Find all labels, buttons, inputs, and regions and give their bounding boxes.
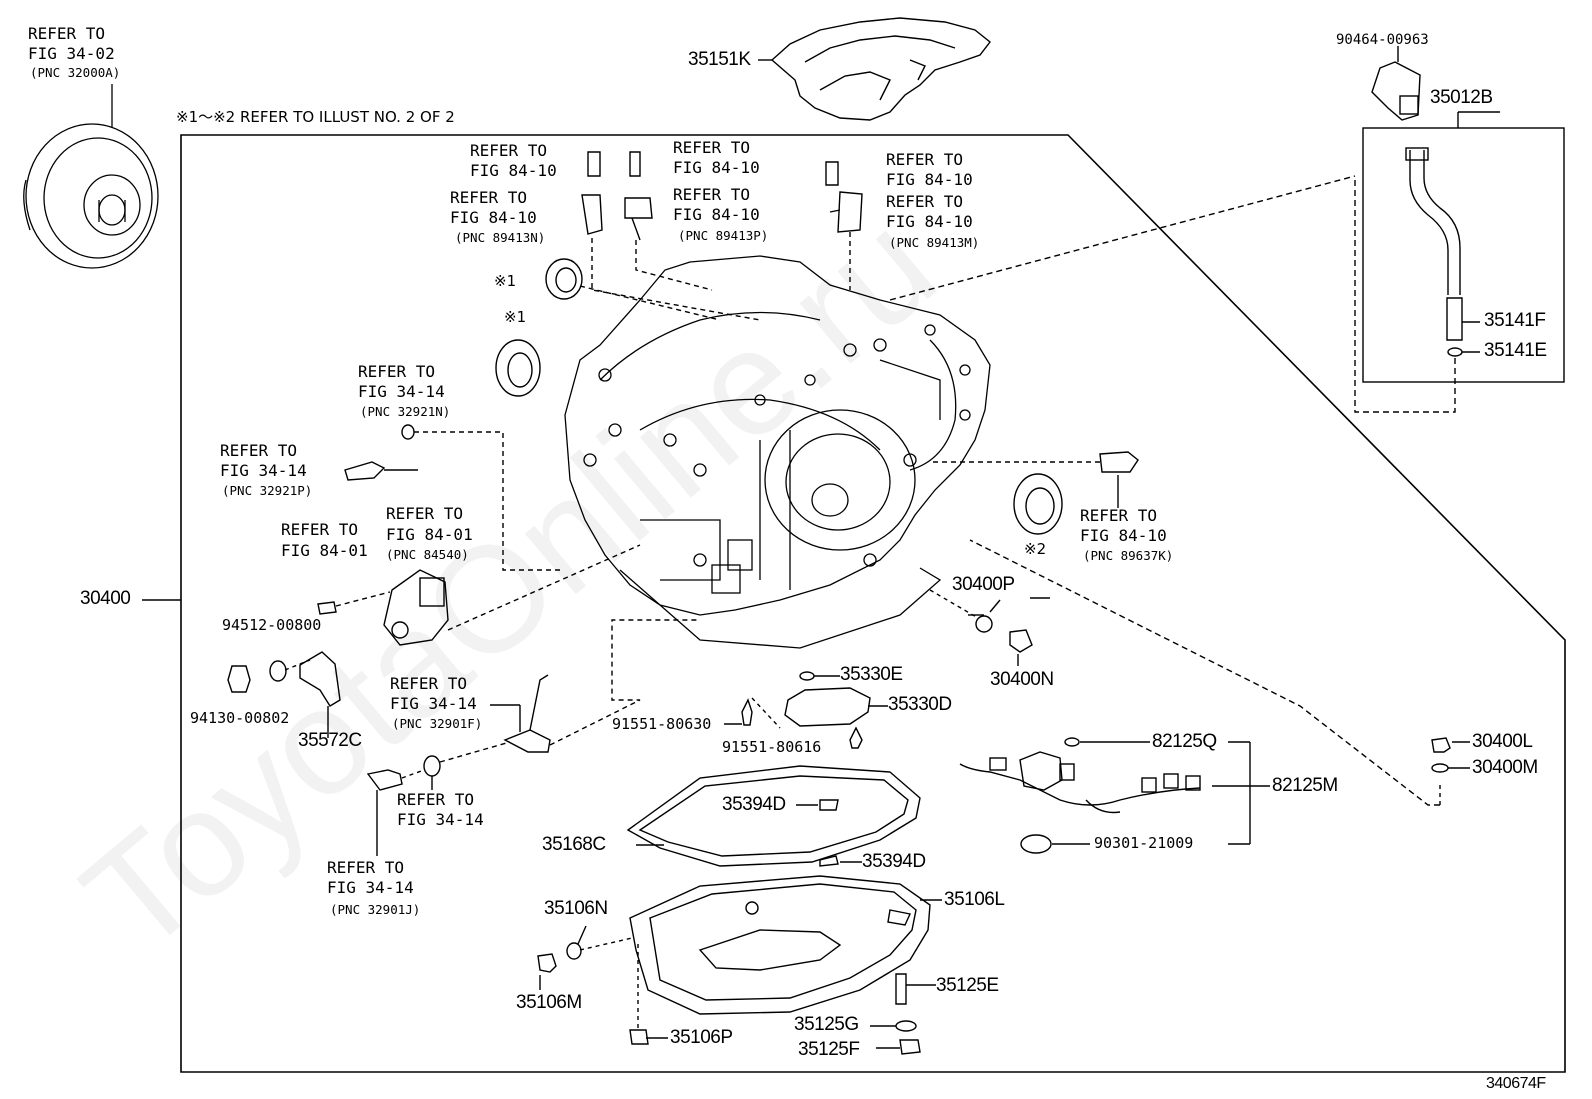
ref-sensor-bolt-c-fig[interactable]: FIG 84-10 — [886, 170, 973, 189]
wire-harness-drawing — [959, 737, 1270, 854]
illustration-note: ※1〜※2 REFER TO ILLUST NO. 2 OF 2 — [176, 108, 455, 126]
ref-torque-converter-fig[interactable]: FIG 34-02 — [28, 44, 115, 63]
oil-pan-drawing — [537, 875, 931, 1055]
part-35125e[interactable]: 35125E — [936, 975, 999, 996]
part-30400n[interactable]: 30400N — [990, 669, 1054, 690]
ref-sensor-bolt-b-fig[interactable]: FIG 84-10 — [673, 158, 760, 177]
part-82125q[interactable]: 82125Q — [1152, 731, 1217, 752]
ref-torque-converter-refer[interactable]: REFER TO — [28, 24, 106, 43]
part-35106n[interactable]: 35106N — [544, 898, 608, 919]
oil-seals-drawing — [495, 258, 721, 397]
ref-89637k-pnc: (PNC 89637K) — [1083, 548, 1174, 563]
ref-sensor-bolt-a-refer[interactable]: REFER TO — [470, 141, 548, 160]
part-90464-00963[interactable]: 90464-00963 — [1336, 32, 1429, 48]
oil-seal-2-drawing — [1013, 473, 1063, 535]
ref-32901j-refer[interactable]: REFER TO — [327, 858, 405, 877]
part-94130-00802[interactable]: 94130-00802 — [190, 709, 290, 727]
part-35012b[interactable]: 35012B — [1430, 87, 1493, 108]
heat-insulator-drawing — [758, 17, 991, 121]
mark-1-a: ※1 — [494, 272, 517, 290]
ref-84540-fig[interactable]: FIG 84-01 — [386, 525, 473, 544]
part-35141f[interactable]: 35141F — [1484, 310, 1546, 331]
left-parts-drawing — [227, 424, 700, 856]
ref-sensor-m-pnc: (PNC 89413M) — [889, 235, 980, 250]
oil-pan-gasket-drawing — [626, 765, 921, 867]
part-94512-00800[interactable]: 94512-00800 — [222, 616, 322, 634]
ref-32901j-fig[interactable]: FIG 34-14 — [327, 878, 414, 897]
ref-32921n-fig[interactable]: FIG 34-14 — [358, 382, 445, 401]
ref-32901j-pnc: (PNC 32901J) — [330, 902, 421, 917]
ref-sensor-n-refer[interactable]: REFER TO — [450, 188, 528, 207]
speed-sensors-drawing — [581, 151, 863, 321]
part-35330e[interactable]: 35330E — [840, 664, 903, 685]
ref-89637k-fig[interactable]: FIG 84-10 — [1080, 526, 1167, 545]
ref-sensor-n-pnc: (PNC 89413N) — [455, 230, 546, 245]
transaxle-case-drawing — [564, 255, 991, 649]
part-91551-80630[interactable]: 91551-80630 — [612, 715, 712, 733]
ref-sensor-p-refer[interactable]: REFER TO — [673, 185, 751, 204]
ref-sensor-bolt-c-refer[interactable]: REFER TO — [886, 150, 964, 169]
plug-30400l-drawing — [969, 539, 1470, 806]
ref-bolt-3414-fig[interactable]: FIG 34-14 — [397, 810, 484, 829]
part-35106p[interactable]: 35106P — [670, 1027, 733, 1048]
figure-id: 340674F — [1486, 1075, 1546, 1092]
part-35330d[interactable]: 35330D — [888, 694, 952, 715]
leader-lines — [142, 597, 1050, 1049]
part-35106l[interactable]: 35106L — [944, 889, 1005, 910]
ref-32901f-fig[interactable]: FIG 34-14 — [390, 694, 477, 713]
part-30400[interactable]: 30400 — [80, 588, 131, 609]
ref-sensor-m-fig[interactable]: FIG 84-10 — [886, 212, 973, 231]
ref-32921n-pnc: (PNC 32921N) — [360, 404, 451, 419]
part-30400m[interactable]: 30400M — [1472, 757, 1538, 778]
ref-bolt-8401-refer[interactable]: REFER TO — [281, 520, 359, 539]
ref-32901f-refer[interactable]: REFER TO — [390, 674, 468, 693]
ref-32921p-pnc: (PNC 32921P) — [222, 483, 313, 498]
part-35125f[interactable]: 35125F — [798, 1039, 860, 1060]
ref-sensor-bolt-b-refer[interactable]: REFER TO — [673, 138, 751, 157]
part-82125m[interactable]: 82125M — [1272, 775, 1338, 796]
ref-sensor-p-pnc: (PNC 89413P) — [678, 228, 769, 243]
assembly-border — [180, 134, 1566, 1073]
plugs-30400pn-drawing — [929, 589, 1033, 653]
part-35125g[interactable]: 35125G — [794, 1014, 859, 1035]
mark-2: ※2 — [1024, 540, 1047, 558]
part-30400p[interactable]: 30400P — [952, 574, 1015, 595]
part-35141e[interactable]: 35141E — [1484, 340, 1547, 361]
ref-bolt-8401-fig[interactable]: FIG 84-01 — [281, 541, 368, 560]
ref-84540-pnc: (PNC 84540) — [386, 547, 469, 562]
ref-torque-converter-pnc: (PNC 32000A) — [30, 65, 121, 80]
torque-converter-drawing — [23, 84, 159, 269]
ref-32921p-refer[interactable]: REFER TO — [220, 441, 298, 460]
part-30400l[interactable]: 30400L — [1472, 731, 1533, 752]
oil-strainer-drawing — [724, 671, 888, 749]
sensor-89637k-drawing — [930, 451, 1139, 508]
part-35151k[interactable]: 35151K — [688, 49, 751, 70]
mark-1-b: ※1 — [504, 308, 527, 326]
part-91551-80616[interactable]: 91551-80616 — [722, 738, 822, 756]
ref-89637k-refer[interactable]: REFER TO — [1080, 506, 1158, 525]
ref-sensor-m-refer[interactable]: REFER TO — [886, 192, 964, 211]
oil-cooler-tube-drawing — [1354, 46, 1480, 413]
part-35572c[interactable]: 35572C — [298, 730, 362, 751]
ref-bolt-3414-refer[interactable]: REFER TO — [397, 790, 475, 809]
part-35394d-b[interactable]: 35394D — [862, 851, 926, 872]
ref-sensor-bolt-a-fig[interactable]: FIG 84-10 — [470, 161, 557, 180]
part-35168c[interactable]: 35168C — [542, 834, 606, 855]
ref-32901f-pnc: (PNC 32901F) — [392, 716, 483, 731]
ref-32921n-refer[interactable]: REFER TO — [358, 362, 436, 381]
part-35394d-a[interactable]: 35394D — [722, 794, 786, 815]
ref-sensor-p-fig[interactable]: FIG 84-10 — [673, 205, 760, 224]
ref-32921p-fig[interactable]: FIG 34-14 — [220, 461, 307, 480]
part-35106m[interactable]: 35106M — [516, 992, 582, 1013]
ref-sensor-n-fig[interactable]: FIG 84-10 — [450, 208, 537, 227]
part-90301-21009[interactable]: 90301-21009 — [1094, 834, 1194, 852]
ref-84540-refer[interactable]: REFER TO — [386, 504, 464, 523]
inset-box-35012b — [1362, 127, 1565, 383]
